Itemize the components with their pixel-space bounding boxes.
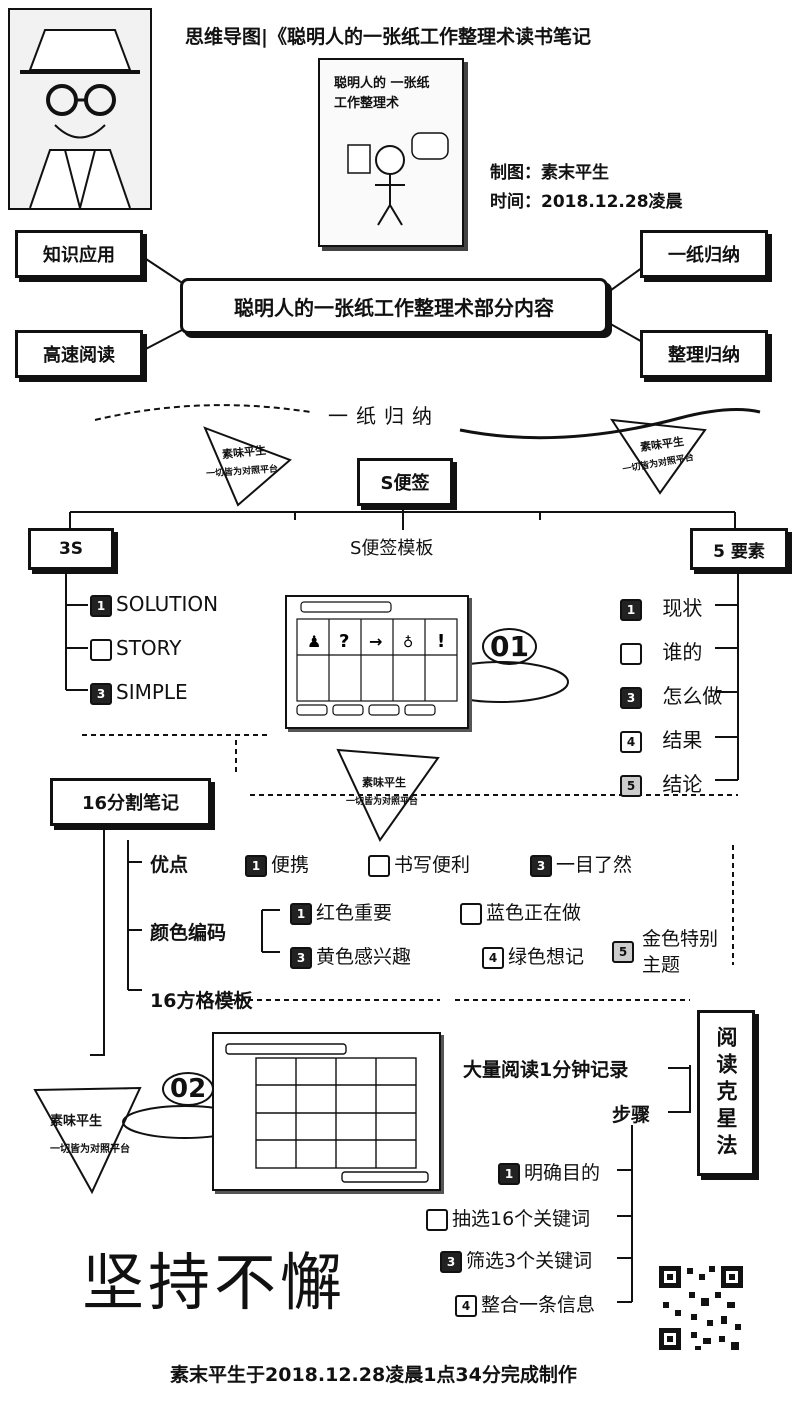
svg-text:?: ? xyxy=(339,631,349,652)
footer-credit: 素末平生于2018.12.28凌晨1点34分完成制作 xyxy=(170,1364,577,1386)
number-icon: 5 xyxy=(612,941,634,963)
reading-method-title: 阅读克星法 xyxy=(697,1010,755,1176)
section-banner: 一纸归纳 xyxy=(328,404,440,428)
number-icon: 1 xyxy=(245,854,267,877)
template-grid-icon: ♟ ? → ♁ ! xyxy=(296,601,458,716)
number-icon: 4 xyxy=(455,1294,477,1317)
motto: 坚持不懈 xyxy=(82,1246,347,1319)
number-icon: 3 xyxy=(290,946,312,969)
branch-speed-reading: 高速阅读 xyxy=(15,330,143,378)
avatar-illustration xyxy=(10,10,150,212)
number-icon: 1 xyxy=(290,902,312,925)
number-icon: 1 xyxy=(620,598,642,621)
list-item: 4 结果 xyxy=(620,724,722,768)
watermark-name: 素味平生 xyxy=(50,1114,103,1129)
number-icon: 4 xyxy=(620,730,642,753)
number-icon: 3 xyxy=(440,1250,462,1273)
book-cover: 聪明人的 一张纸 工作整理术 xyxy=(318,58,464,247)
svg-text:♁: ♁ xyxy=(403,635,413,651)
book-illustration-icon xyxy=(347,132,449,226)
number-icon: 4 xyxy=(482,946,504,969)
central-topic: 聪明人的一张纸工作整理术部分内容 xyxy=(180,278,608,334)
number-icon: 2 xyxy=(426,1208,448,1231)
watermark-tagline: 一切皆为对照平台 xyxy=(50,1144,130,1155)
svg-text:!: ! xyxy=(437,631,445,652)
template-badge-01: 01 xyxy=(482,628,537,665)
sixteen-grid-template-image xyxy=(212,1032,441,1191)
number-icon: 3 xyxy=(90,682,112,705)
qr-code-icon xyxy=(659,1266,743,1350)
time-label: 时间：2018.12.28凌晨 xyxy=(490,192,683,212)
branch-organize-summary: 整理归纳 xyxy=(640,330,768,378)
three-s-title: 3S xyxy=(28,528,114,570)
book-cover-title-1: 聪明人的 一张纸 xyxy=(334,76,430,91)
number-icon: 2 xyxy=(460,902,482,925)
number-icon: 2 xyxy=(620,642,642,665)
number-icon: 2 xyxy=(368,854,390,877)
list-item: 3 怎么做 xyxy=(620,680,722,724)
sixteen-split-root: 16分割笔记 xyxy=(50,778,211,826)
list-item: 2 谁的 xyxy=(620,636,722,680)
book-cover-title-2: 工作整理术 xyxy=(334,96,400,111)
qr-code xyxy=(655,1262,747,1354)
watermark-tagline: 一切皆为对照平台 xyxy=(346,797,419,807)
s-template-title: S便签模板 xyxy=(350,538,434,559)
author-label: 制图：素末平生 xyxy=(490,163,609,183)
five-elements-title: 5 要素 xyxy=(690,528,788,570)
number-icon: 1 xyxy=(90,594,112,617)
reading-summary: 大量阅读1分钟记录 xyxy=(463,1059,629,1081)
watermark-name: 素味平生 xyxy=(362,776,406,789)
list-item: 5 结论 xyxy=(620,768,722,812)
s-template-image: ♟ ? → ♁ ! xyxy=(285,595,469,729)
number-icon: 3 xyxy=(620,686,642,709)
sixteen-template-label: 16方格模板 xyxy=(150,990,253,1012)
number-icon: 5 xyxy=(620,774,642,797)
s-sticky-root: S便签 xyxy=(357,458,453,506)
five-elements-list: 1 现状 2 谁的 3 怎么做 4 结果 5 结论 xyxy=(620,592,722,812)
pros-label: 优点 xyxy=(150,854,189,876)
branch-one-paper-summary: 一纸归纳 xyxy=(640,230,768,278)
page-title: 思维导图|《聪明人的一张纸工作整理术读书笔记 xyxy=(185,26,591,48)
steps-label: 步骤 xyxy=(612,1104,651,1126)
number-icon: 1 xyxy=(498,1162,520,1185)
svg-text:→: → xyxy=(369,632,382,651)
template-badge-02: 02 xyxy=(162,1072,215,1106)
avatar xyxy=(8,8,152,212)
sixteen-grid-icon xyxy=(225,1043,429,1183)
person-icon: ♟ xyxy=(307,632,321,651)
color-item: 5 金色特别主题 xyxy=(612,926,720,978)
number-icon: 3 xyxy=(530,854,552,877)
branch-knowledge-application: 知识应用 xyxy=(15,230,143,278)
list-item: 1 现状 xyxy=(620,592,722,636)
color-coding-label: 颜色编码 xyxy=(150,922,227,944)
number-icon: 2 xyxy=(90,638,112,661)
